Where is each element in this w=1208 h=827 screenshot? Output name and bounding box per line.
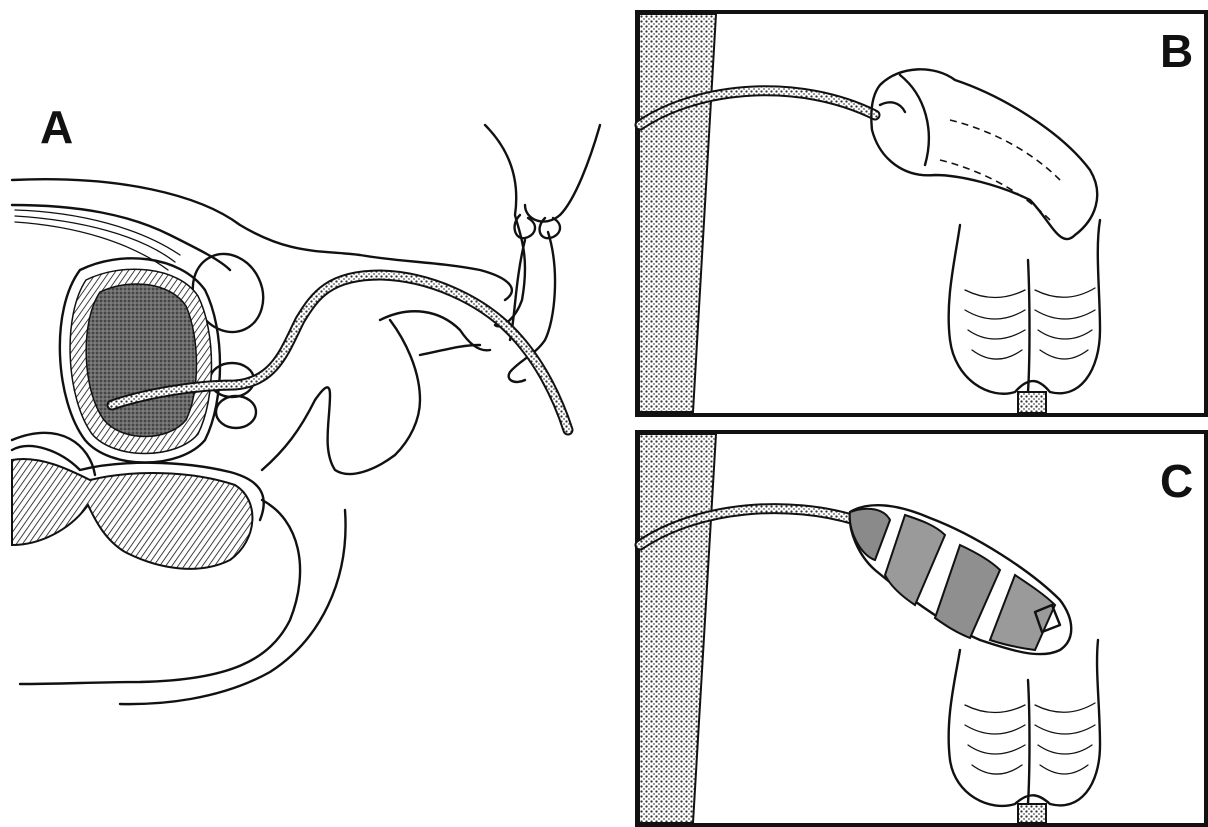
bladder-lumen — [86, 284, 196, 437]
tape-band — [850, 509, 890, 560]
panel-a: A — [12, 101, 600, 704]
body-contour-inner — [12, 205, 230, 270]
panel-a-label: A — [40, 101, 73, 153]
thigh-strip-c — [639, 434, 716, 823]
rectal-wall — [12, 459, 252, 569]
panel-c-label: C — [1160, 455, 1193, 507]
penis-outline — [485, 125, 525, 326]
penis-b — [871, 69, 1097, 239]
panel-b-frame — [637, 12, 1206, 415]
panel-b: B — [637, 12, 1206, 415]
thigh-strip-b — [639, 14, 716, 412]
panel-b-label: B — [1160, 25, 1193, 77]
scrotum-b — [949, 220, 1100, 394]
panel-c-frame — [637, 432, 1206, 825]
panel-c: C — [637, 432, 1206, 825]
scrotum-c — [949, 640, 1100, 806]
